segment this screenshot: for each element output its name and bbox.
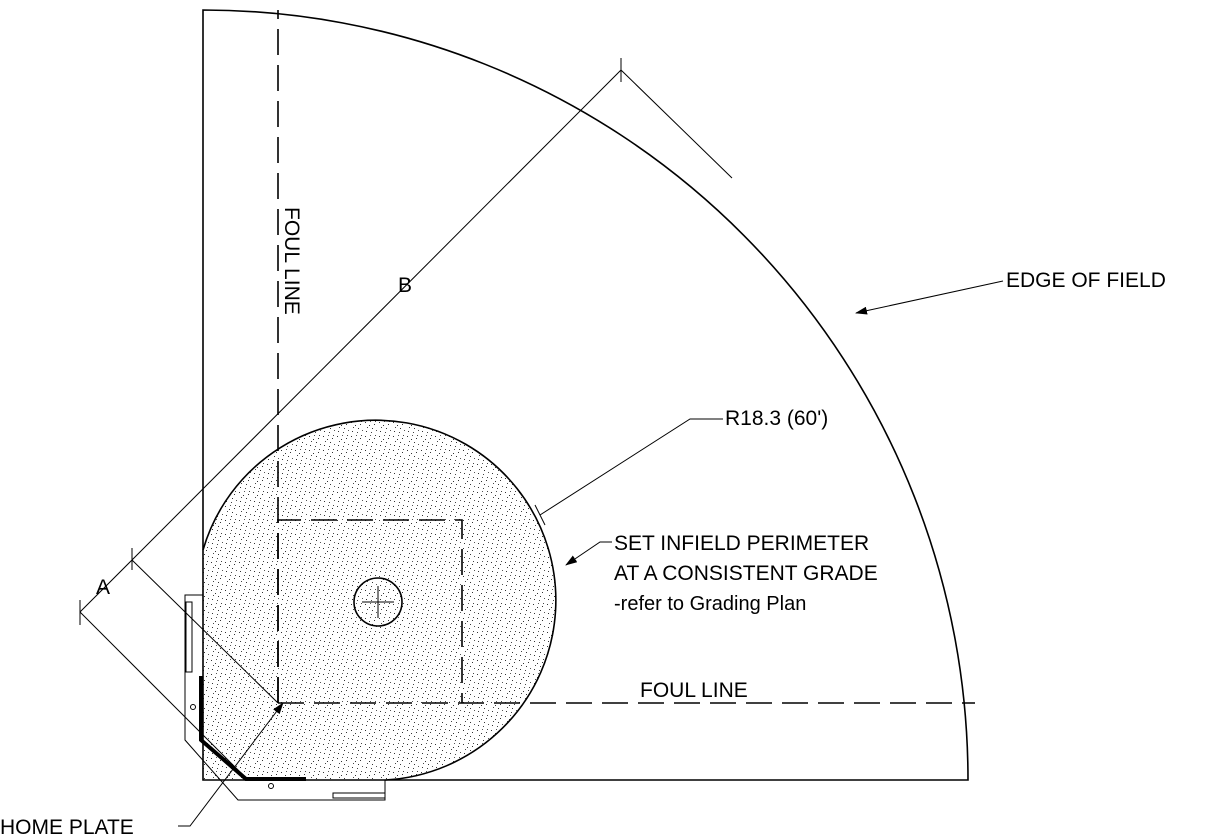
infield-skin	[202, 419, 557, 781]
home-plate-leader	[178, 702, 284, 827]
perimeter-label-line2: AT A CONSISTENT GRADE	[614, 562, 878, 585]
home-plate-label: HOME PLATE	[0, 816, 134, 839]
dimension-b-line	[131, 69, 622, 561]
edge-of-field-leader	[855, 280, 1004, 315]
radius-leader	[539, 418, 723, 516]
dimension-b-extension-upper	[620, 69, 733, 179]
bench-marker-left	[190, 704, 196, 710]
dugout-left	[185, 601, 193, 673]
perimeter-label-line3: -refer to Grading Plan	[614, 593, 806, 615]
dugout-bottom	[332, 792, 386, 799]
base-paths	[277, 519, 463, 703]
dimension-a-extension	[79, 611, 249, 781]
radius-leader-tick	[534, 504, 546, 526]
pitchers-mound	[353, 577, 403, 627]
dimension-a-line	[79, 559, 133, 613]
edge-of-field-label: EDGE OF FIELD	[1006, 269, 1166, 292]
perimeter-leader	[565, 541, 612, 566]
dimension-a-label: A	[96, 576, 110, 599]
field-boundary	[202, 9, 969, 781]
dimension-b-extension-lower	[131, 559, 279, 704]
foul-line-vertical-label: FOUL LINE	[280, 207, 303, 315]
bench-marker-bottom	[268, 783, 274, 789]
backstop-wall	[199, 676, 306, 781]
radius-label: R18.3 (60')	[725, 407, 828, 430]
foul-line-horizontal-label: FOUL LINE	[640, 679, 748, 702]
perimeter-label-line1: SET INFIELD PERIMETER	[614, 532, 869, 555]
dimension-b-label: B	[398, 274, 412, 297]
